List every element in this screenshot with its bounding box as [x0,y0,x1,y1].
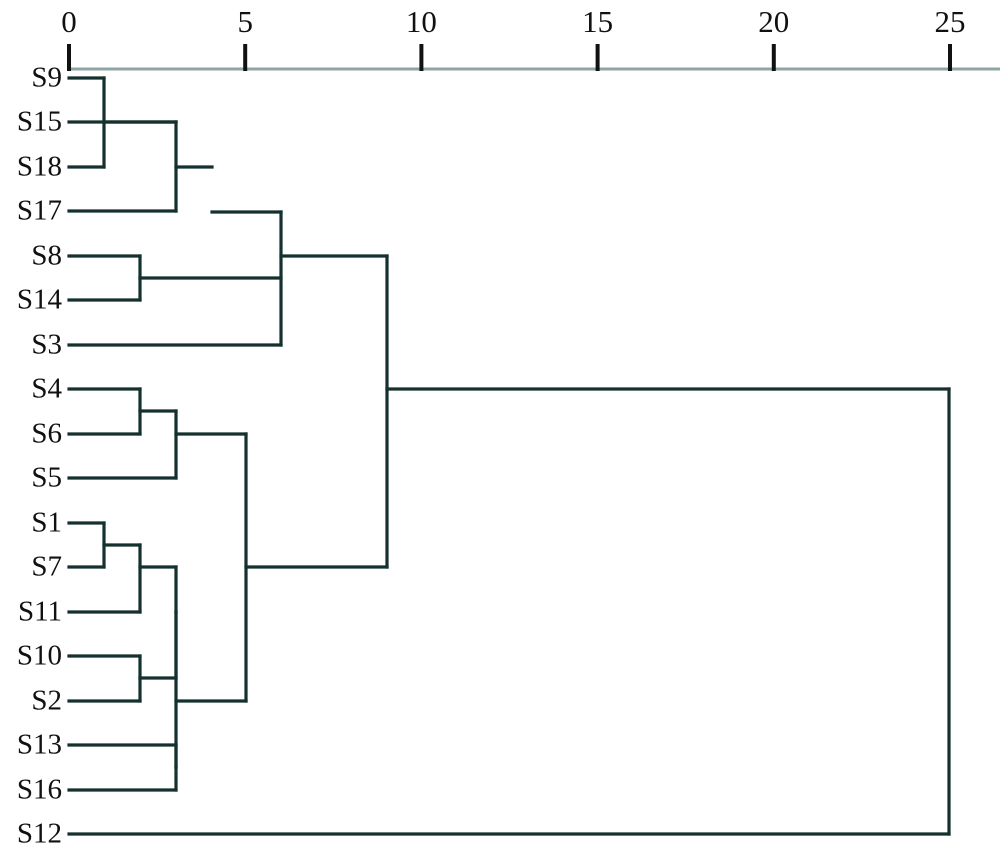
leaf-label-row-S5: S5 [0,463,62,507]
x-tick-label-0: 0 [61,4,77,39]
leaf-label-row-S17: S17 [0,196,62,240]
leaf-label-S12: S12 [16,817,62,850]
leaf-label-S3: S3 [31,328,62,361]
leaf-label-S8: S8 [31,239,62,272]
x-tick-label-25: 25 [934,4,966,39]
leaf-label-row-S11: S11 [0,597,62,641]
leaf-label-row-S1: S1 [0,508,62,552]
leaf-label-S18: S18 [16,150,62,183]
leaf-label-S10: S10 [16,639,62,672]
leaf-label-row-S12: S12 [0,819,62,855]
leaf-label-S13: S13 [16,728,62,761]
leaf-label-S9: S9 [31,61,62,94]
leaf-label-row-S16: S16 [0,775,62,819]
leaf-label-row-S7: S7 [0,552,62,596]
leaf-label-S5: S5 [31,461,62,494]
leaf-label-S11: S11 [17,595,62,628]
leaf-label-S7: S7 [31,550,62,583]
leaf-label-row-S14: S14 [0,285,62,329]
leaf-label-row-S9: S9 [0,63,62,107]
leaf-label-S4: S4 [31,372,62,405]
leaf-label-row-S18: S18 [0,152,62,196]
leaf-label-row-S4: S4 [0,374,62,418]
leaf-label-row-S8: S8 [0,241,62,285]
leaf-label-S15: S15 [16,105,62,138]
leaf-label-row-S3: S3 [0,330,62,374]
dendrogram-links [67,76,951,836]
leaf-label-row-S2: S2 [0,686,62,730]
x-tick-label-15: 15 [582,4,614,39]
leaf-label-S16: S16 [16,773,62,806]
leaf-label-S17: S17 [16,194,62,227]
x-tick-label-10: 10 [405,4,437,39]
leaf-label-row-S6: S6 [0,419,62,463]
x-tick-label-5: 5 [237,4,253,39]
leaf-label-row-S13: S13 [0,730,62,774]
leaf-label-S2: S2 [31,684,62,717]
leaf-label-row-S10: S10 [0,641,62,685]
x-tick-label-20: 20 [758,4,790,39]
leaf-label-S14: S14 [16,283,62,316]
x-axis [67,44,1000,71]
leaf-label-S1: S1 [31,506,62,539]
leaf-label-row-S15: S15 [0,107,62,151]
leaf-label-S6: S6 [31,417,62,450]
